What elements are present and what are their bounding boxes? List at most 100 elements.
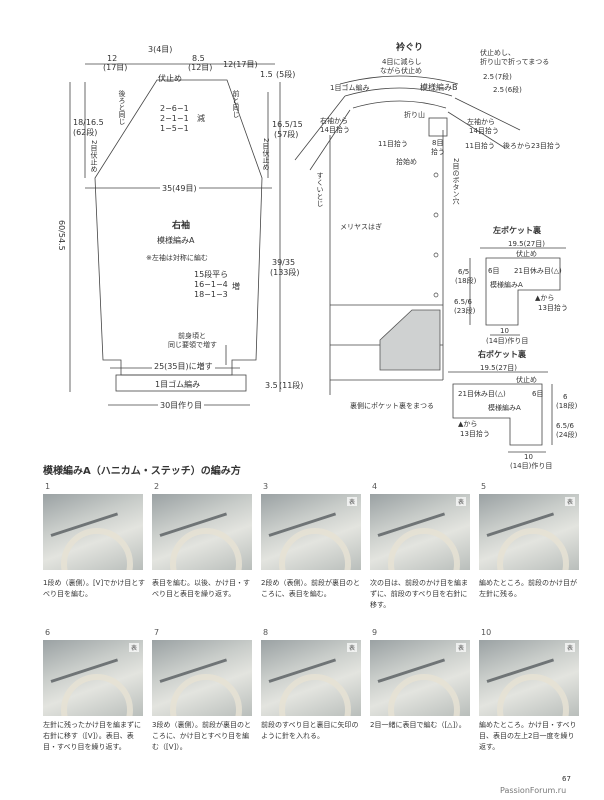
pocket-left-six: 6目 <box>488 267 500 275</box>
sleeve-ribbing <box>115 374 247 392</box>
step-number: 7 <box>154 628 160 637</box>
sleeve-total-height: 60/54.5 <box>57 220 66 251</box>
sleeve-right-height: 16.5/15 <box>272 120 303 129</box>
side-badge: 表 <box>455 643 466 652</box>
pocket-right-title: 右ポケット裏 <box>478 350 526 359</box>
pocket-right-h1: 6 <box>563 393 568 401</box>
step-photo: 表 <box>261 494 361 570</box>
pocket-left-rest: 21目休み目(△) <box>514 267 562 275</box>
sleeve-lower-height: 39/35 <box>272 258 296 267</box>
collar-pattern-b: 模様編みB <box>420 83 458 92</box>
sleeve-dec-1: 2−1−1 <box>160 114 189 123</box>
collar-pick-11b: 11目拾う <box>465 142 495 150</box>
step-number: 6 <box>45 628 51 637</box>
sleeve-rib-height: 3.5 <box>265 381 278 390</box>
collar-left-sleeve-pick: 左袖から <box>467 118 495 126</box>
collar-fold-note: 伏止めし、 <box>480 49 515 57</box>
step-number: 3 <box>263 482 269 491</box>
yarn-loops <box>61 674 133 716</box>
side-badge: 表 <box>564 497 575 506</box>
collar-pick-8b: 拾う <box>431 148 445 156</box>
sleeve-right-bindoff: 2目伏止め <box>262 138 270 171</box>
step-photo: 表 <box>370 494 470 570</box>
step-caption: 2段め（表側）。前段が裏目のところに、表目を編む。 <box>261 579 360 598</box>
pocket-right-h1-sub: (18段) <box>556 402 578 410</box>
sleeve-left-height-sub: (62段) <box>73 128 98 137</box>
step-number: 9 <box>372 628 378 637</box>
pocket-right-rest: 21目休み目(△) <box>458 390 506 398</box>
sleeve-chest-width: 35(49目) <box>160 184 199 193</box>
collar-back-pick: 後ろから23目拾う <box>503 142 561 150</box>
collar-mattress: メリヤスはぎ <box>340 223 382 231</box>
step-caption: 3段め（裏側）。前段が裏目のところに、かけ目とすべり目を編む（[V]）。 <box>152 721 251 751</box>
howto-title: 模様編みA（ハニカム・ステッチ）の編み方 <box>43 466 241 477</box>
sleeve-top-right-h: 1.5 <box>260 70 273 79</box>
collar-right-sleeve-pick2: 14目拾う <box>320 126 350 134</box>
collar-fold-line: 折り山 <box>404 111 425 119</box>
step-number: 2 <box>154 482 160 491</box>
yarn-loops <box>61 528 133 570</box>
collar-measure-a: 2.5 <box>483 73 495 81</box>
sleeve-dec-0: 2−6−1 <box>160 104 189 113</box>
pocket-left-h2: 6.5/6 <box>454 298 472 306</box>
sleeve-lower-height-sub: (133段) <box>270 268 300 277</box>
side-badge: 表 <box>564 643 575 652</box>
sleeve-inc-1: 16−1−4 <box>194 280 228 289</box>
sleeve-top-right-h-sub: (5段) <box>276 70 296 79</box>
sleeve-rib-height-sub: (11段) <box>279 381 304 390</box>
yarn-loops <box>279 528 351 570</box>
sleeve-top-right: 8.5 <box>192 54 205 63</box>
pocket-left-title: 左ポケット裏 <box>493 226 541 235</box>
sleeve-cast-on: 30目作り目 <box>158 401 205 410</box>
collar-pick-8: 8目 <box>432 139 444 147</box>
pocket-right-h2: 6.5/6 <box>556 422 574 430</box>
step-photo: 表 <box>479 640 579 716</box>
pocket-left-bottom-sub: (14目)作り目 <box>486 337 529 345</box>
step-photo: 表 <box>43 640 143 716</box>
sleeve-title: 右袖 <box>172 221 191 231</box>
pocket-left-pick: 13目拾う <box>538 304 568 312</box>
side-badge: 表 <box>346 497 357 506</box>
sleeve-right-height-sub: (57段) <box>274 130 299 139</box>
sleeve-top-right-sub: (12目) <box>188 63 213 72</box>
pocket-right-pick: 13目拾う <box>460 430 490 438</box>
step-caption: 編めたところ。かけ目・すべり目、表目の左上2目一度を繰り返す。 <box>479 721 577 751</box>
collar-title: 衿ぐり <box>396 43 424 53</box>
step-number: 8 <box>263 628 269 637</box>
collar-measure-b: 2.5 <box>493 86 505 94</box>
step-photo: 表 <box>261 640 361 716</box>
sleeve-note-pick: 前身頃と <box>178 332 206 340</box>
yarn-loops <box>170 528 242 570</box>
pocket-right-bottom-sub: (14目)作り目 <box>510 462 553 470</box>
sleeve-inc-2: 18−1−3 <box>194 290 228 299</box>
collar-ladder: すくいとじ <box>316 172 324 207</box>
sleeve-rib-label: 1目ゴム編み <box>155 380 201 389</box>
collar-button-hole: 2目のボタン穴 <box>452 158 460 205</box>
sleeve-bindoff: 伏止め <box>158 74 182 83</box>
collar-pocket-note: 裏側にポケット裏をまつる <box>350 402 434 410</box>
sleeve-top-left-sub: (17目) <box>103 63 128 72</box>
pocket-left-h2-sub: (23段) <box>454 307 476 315</box>
side-badge: 表 <box>128 643 139 652</box>
step-caption: 2目一緒に表目で編む（[△]）。 <box>370 721 466 729</box>
sleeve-note-pick2: 同じ要領で増す <box>168 341 217 349</box>
sleeve-top-center: 3(4目) <box>148 45 173 54</box>
pocket-left-bottom: 10 <box>500 327 509 335</box>
pocket-left-width: 19.5(27目) <box>508 240 545 248</box>
collar-left-sleeve-pick2: 14目拾う <box>469 127 499 135</box>
yarn-loops <box>497 528 569 570</box>
sleeve-top-far: 12(17目) <box>223 60 258 69</box>
side-badge: 表 <box>455 497 466 506</box>
pocket-left-pattern: 模様編みA <box>490 281 523 289</box>
site-watermark: PassionForum.ru <box>500 786 567 795</box>
step-caption: 左針に残ったかけ目を編まずに右針に移す（[V]）。表目、表目・すべり目を繰り返す… <box>43 721 141 751</box>
sleeve-pattern: 模様編みA <box>157 236 195 245</box>
step-caption: 表目を編む。以後、かけ目・すべり目と表目を繰り返す。 <box>152 579 250 598</box>
step-photo <box>152 640 252 716</box>
step-photo <box>152 494 252 570</box>
yarn-loops <box>388 528 460 570</box>
pocket-left-h1: 6/5 <box>458 268 470 276</box>
sleeve-inc-0: 15段平ら <box>194 270 229 279</box>
collar-dec-note: 4目に減らし <box>382 58 422 66</box>
